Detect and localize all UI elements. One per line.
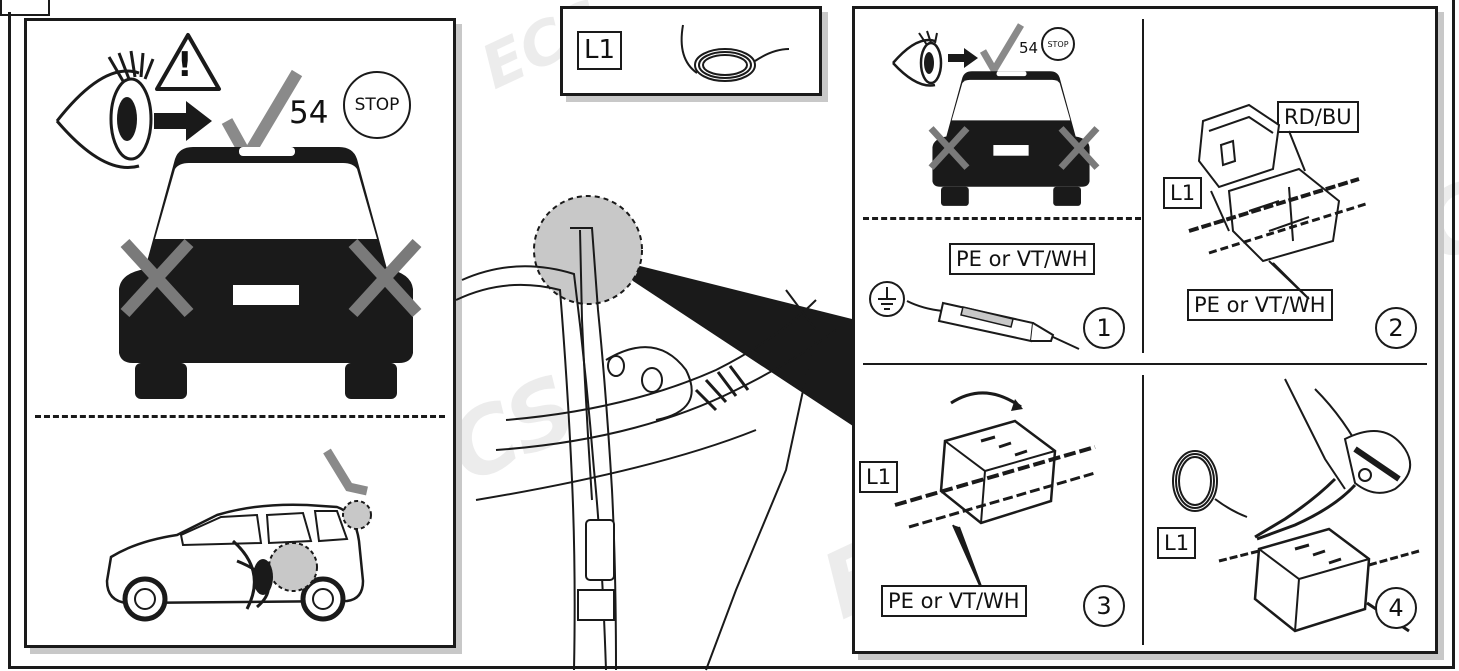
cross-icon — [347, 237, 423, 319]
vertical-divider — [1142, 19, 1144, 353]
checkmark-icon — [981, 23, 1023, 73]
connector-closed-icon — [895, 385, 1095, 555]
step-number-badge: 1 — [1083, 307, 1125, 349]
cross-icon — [927, 125, 971, 171]
wire-color-label: PE or VT/WH — [881, 585, 1027, 617]
stop-badge: STOP — [1041, 27, 1075, 61]
step-number-badge: 2 — [1375, 307, 1417, 349]
cable-label: L1 — [1157, 527, 1196, 559]
dashed-divider — [863, 217, 1141, 220]
circuit-number: 54 — [1019, 39, 1038, 57]
cable-coil-icon — [673, 19, 803, 89]
cable-label: L1 — [577, 31, 622, 70]
rear-light-wiring-illustration — [456, 170, 876, 670]
step-number-badge: 4 — [1375, 587, 1417, 629]
horizontal-divider — [863, 363, 1427, 365]
step-number-badge: 3 — [1083, 585, 1125, 627]
vertical-divider — [1142, 375, 1144, 645]
arrow-right-icon — [152, 99, 214, 143]
arrow-right-icon — [947, 47, 979, 69]
cable-box: L1 — [560, 6, 822, 96]
ground-icon — [867, 279, 907, 319]
outer-frame-left — [8, 12, 11, 669]
cross-icon — [1057, 125, 1101, 171]
stop-badge: STOP — [343, 71, 411, 139]
warning-mark: ! — [177, 45, 193, 85]
left-panel: ! 54 STOP — [24, 18, 456, 648]
wire-color-label: PE or VT/WH — [949, 243, 1095, 275]
right-panel: 54 STOP PE or VT/WH 1 RD/BU L1 PE or VT/… — [852, 6, 1438, 654]
circuit-number: 54 — [289, 95, 328, 131]
car-side-illustration — [97, 431, 387, 631]
connector-open-icon — [1189, 91, 1369, 291]
section-divider — [35, 415, 445, 418]
cable-label: L1 — [859, 461, 898, 493]
cross-icon — [119, 237, 195, 319]
test-lamp-icon — [903, 289, 1083, 359]
outer-frame-right — [1452, 0, 1455, 669]
wire-color-label: PE or VT/WH — [1187, 289, 1333, 321]
